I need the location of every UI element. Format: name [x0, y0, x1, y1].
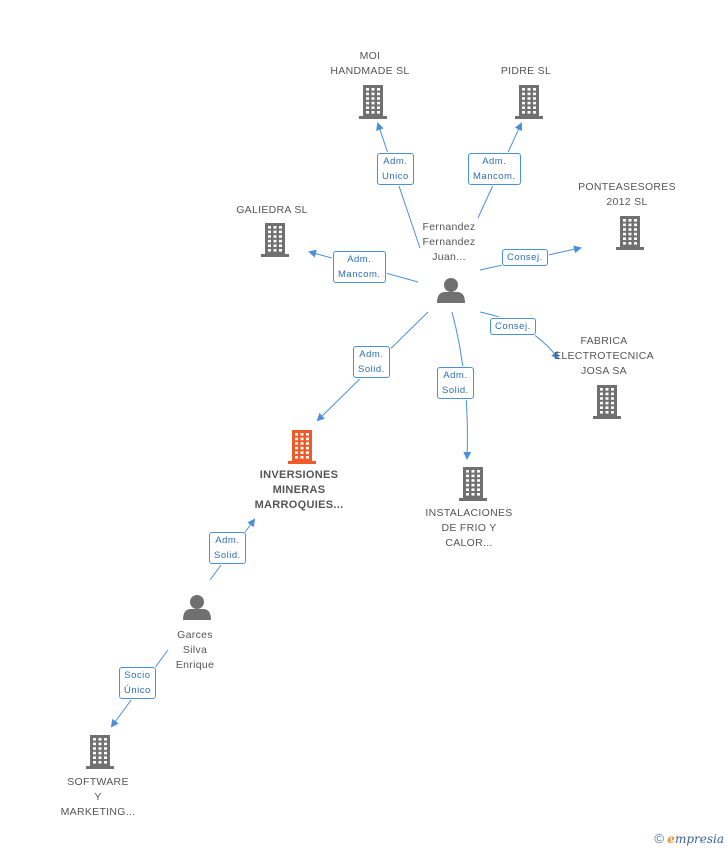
edge-label-line: Único [124, 685, 151, 696]
node-label-moi[interactable]: MOI HANDMADE SL [330, 49, 409, 79]
node-label-line: DE FRIO Y [441, 522, 497, 534]
person-icon-garces[interactable] [183, 595, 211, 620]
node-label-line: Enrique [175, 659, 215, 671]
edge-label-line: Consej. [495, 321, 531, 332]
node-label-line: MARKETING... [60, 806, 136, 818]
node-label-line: Y [94, 791, 102, 803]
footer-brand[interactable]: © empresia [654, 831, 724, 846]
edge-label-line: Solid. [442, 385, 469, 396]
edge-label-line: Adm. [215, 535, 240, 546]
building-icon-fabrica[interactable] [593, 385, 621, 419]
building-icon-moi[interactable] [359, 85, 387, 119]
node-label-line: INVERSIONES [259, 469, 339, 481]
edge-label-line: Socio [124, 670, 151, 681]
building-icon-galiedra[interactable] [261, 223, 289, 257]
edge-label-fernandez-moi[interactable]: Adm. Unico [377, 153, 414, 185]
node-label-line: MOI [359, 50, 381, 62]
node-label-line: SOFTWARE [67, 776, 129, 788]
building-icon-pidre[interactable] [515, 85, 543, 119]
node-label-line: PONTEASESORES [578, 181, 676, 193]
icons-layer [86, 85, 644, 769]
edge-label-line: Adm. [383, 156, 408, 167]
node-label-software[interactable]: SOFTWARE Y MARKETING... [61, 775, 136, 820]
edge-fernandez-moi [376, 122, 421, 249]
node-label-line: Juan... [432, 251, 466, 263]
edge-label-fernandez-pidre[interactable]: Adm. Mancom. [468, 153, 521, 185]
edge-label-line: Solid. [214, 550, 241, 561]
node-label-line: INSTALACIONES [425, 507, 513, 519]
node-label-line: HANDMADE SL [330, 65, 410, 77]
node-label-ponteasesores[interactable]: PONTEASESORES 2012 SL [578, 180, 676, 210]
edge-label-line: Unico [382, 171, 409, 182]
building-icon-ponteasesores[interactable] [616, 216, 644, 250]
brand-logo: empresia [667, 832, 724, 846]
node-label-line: JOSA SA [581, 365, 627, 377]
edge-label-line: Solid. [358, 364, 385, 375]
edge-label-fernandez-galiedra[interactable]: Adm. Mancom. [333, 251, 386, 283]
building-icon-software[interactable] [86, 735, 114, 769]
building-icon-inversiones[interactable] [288, 430, 316, 464]
edge-label-garces-inversiones[interactable]: Adm. Solid. [209, 532, 246, 564]
node-label-fabrica[interactable]: FABRICA ELECTROTECNICA JOSA SA [554, 334, 654, 379]
edge-label-line: Mancom. [473, 171, 516, 182]
edge-label-line: Adm. [359, 349, 384, 360]
copyright-symbol: © [654, 831, 664, 846]
node-label-pidre[interactable]: PIDRE SL [501, 64, 551, 79]
node-label-galiedra[interactable]: GALIEDRA SL [236, 203, 308, 218]
node-label-instalaciones[interactable]: INSTALACIONES DE FRIO Y CALOR... [425, 506, 512, 551]
edge-label-fernandez-ponteasesores[interactable]: Consej. [502, 249, 548, 266]
node-label-line: Fernandez [422, 236, 476, 248]
node-label-line: Fernandez [422, 221, 476, 233]
edge-label-line: Mancom. [338, 269, 381, 280]
building-icon-instalaciones[interactable] [459, 467, 487, 501]
edge-label-line: Adm. [482, 156, 507, 167]
edge-label-fernandez-instalaciones[interactable]: Adm. Solid. [437, 367, 474, 399]
person-icon-fernandez[interactable] [437, 278, 465, 303]
edge-label-line: Consej. [507, 252, 543, 263]
node-label-line: CALOR... [445, 537, 493, 549]
node-label-line: 2012 SL [606, 196, 648, 208]
edge-label-line: Adm. [347, 254, 372, 265]
node-label-line: MINERAS [272, 484, 326, 496]
node-label-line: PIDRE SL [500, 65, 552, 77]
edge-label-fernandez-fabrica[interactable]: Consej. [490, 318, 536, 335]
node-label-line: Silva [182, 644, 208, 656]
edge-label-fernandez-inversiones[interactable]: Adm. Solid. [353, 346, 390, 378]
node-label-line: FABRICA [580, 335, 628, 347]
node-label-line: Garces [177, 629, 213, 641]
edge-label-line: Adm. [443, 370, 468, 381]
node-label-line: ELECTROTECNICA [554, 350, 654, 362]
node-label-line: MARROQUIES... [254, 499, 344, 511]
node-label-line: GALIEDRA SL [236, 204, 308, 216]
node-label-inversiones[interactable]: INVERSIONES MINERAS MARROQUIES... [255, 468, 344, 513]
